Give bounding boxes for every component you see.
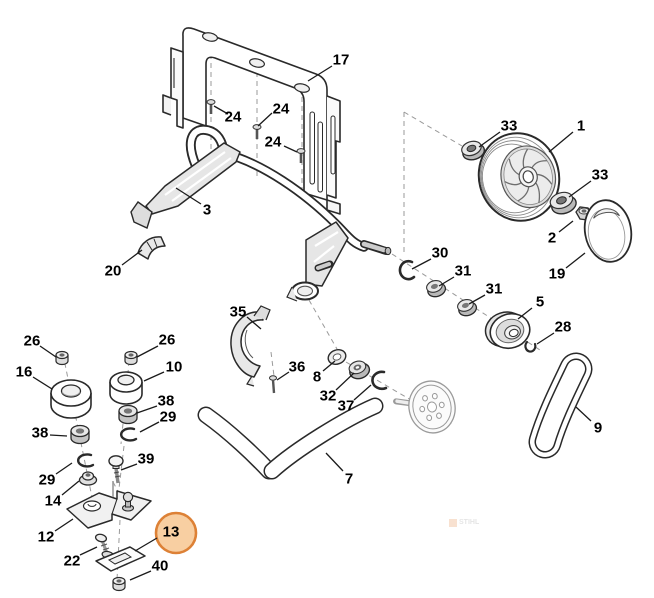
part-label-17[interactable]: 17 (332, 51, 350, 69)
part-36-screw (269, 375, 277, 394)
part-label-35[interactable]: 35 (229, 303, 247, 321)
part-label-22[interactable]: 22 (63, 552, 81, 570)
part-26-nuts (55, 350, 138, 366)
part-label-38b[interactable]: 38 (31, 424, 49, 442)
part-label-1[interactable]: 1 (576, 117, 586, 135)
part-label-29a[interactable]: 29 (159, 408, 177, 426)
watermark-logo-icon (449, 519, 457, 527)
part-13-plate (95, 546, 146, 572)
part-label-14[interactable]: 14 (44, 492, 62, 510)
part-label-7[interactable]: 7 (344, 470, 354, 488)
part-label-20[interactable]: 20 (104, 262, 122, 280)
highlight-circle[interactable] (154, 511, 198, 555)
watermark-text: STIHL (459, 519, 480, 526)
part-5-pulley (484, 311, 531, 350)
part-label-28[interactable]: 28 (554, 318, 572, 336)
part-30-snap-ring (398, 259, 416, 281)
part-10-roller (109, 371, 143, 405)
part-20-clip (137, 236, 166, 260)
part-19-hubcap (583, 199, 633, 263)
part-label-33b[interactable]: 33 (591, 166, 609, 184)
part-label-26a[interactable]: 26 (23, 332, 41, 350)
part-28-ring (524, 340, 537, 353)
part-label-2[interactable]: 2 (547, 229, 557, 247)
part-35-guard (230, 305, 271, 387)
part-33-bearings (461, 140, 577, 215)
part-label-36[interactable]: 36 (288, 358, 306, 376)
part-39-bolt (108, 455, 124, 484)
part-29-snap-rings (77, 427, 138, 468)
part-38-bearings (70, 404, 138, 445)
part-37-snap-ring (371, 370, 388, 391)
part-label-30[interactable]: 30 (431, 244, 449, 262)
drive-flange-drawing (393, 380, 456, 434)
part-label-31a[interactable]: 31 (454, 262, 472, 280)
part-12-bracket (66, 481, 152, 529)
part-label-24c[interactable]: 24 (264, 133, 282, 151)
part-label-12[interactable]: 12 (37, 528, 55, 546)
part-label-3[interactable]: 3 (202, 201, 212, 219)
part-17-bracket (162, 27, 341, 215)
part-9-belt (528, 352, 593, 459)
part-24-screws (206, 99, 306, 163)
part-label-13-selected[interactable]: 13 (162, 523, 180, 541)
part-label-10[interactable]: 10 (165, 358, 183, 376)
part-label-19[interactable]: 19 (548, 265, 566, 283)
part-label-40[interactable]: 40 (151, 557, 169, 575)
part-7-belt (197, 397, 384, 480)
part-label-38a[interactable]: 38 (157, 392, 175, 410)
part-label-32[interactable]: 32 (319, 387, 337, 405)
part-label-31b[interactable]: 31 (485, 280, 503, 298)
part-label-16[interactable]: 16 (15, 363, 33, 381)
part-label-5[interactable]: 5 (535, 293, 545, 311)
part-40-nut (112, 576, 126, 592)
part-22-screw (94, 533, 115, 560)
part-label-39[interactable]: 39 (137, 450, 155, 468)
part-16-roller (50, 379, 92, 419)
part-8-washer (327, 349, 347, 365)
part-label-9[interactable]: 9 (593, 419, 603, 437)
part-label-37[interactable]: 37 (337, 397, 355, 415)
part-31-bearings (426, 279, 478, 317)
part-label-8[interactable]: 8 (312, 368, 322, 386)
part-label-29b[interactable]: 29 (38, 471, 56, 489)
part-label-33a[interactable]: 33 (500, 117, 518, 135)
part-3-frame (130, 124, 392, 302)
part-label-26b[interactable]: 26 (158, 331, 176, 349)
leader-lines (32, 65, 592, 581)
watermark: STIHL (449, 514, 495, 532)
part-label-24b[interactable]: 24 (272, 100, 290, 118)
part-14-nut (78, 471, 98, 486)
part-1-wheel (477, 132, 561, 222)
part-label-24a[interactable]: 24 (224, 108, 242, 126)
part-32-bearing (348, 360, 371, 380)
